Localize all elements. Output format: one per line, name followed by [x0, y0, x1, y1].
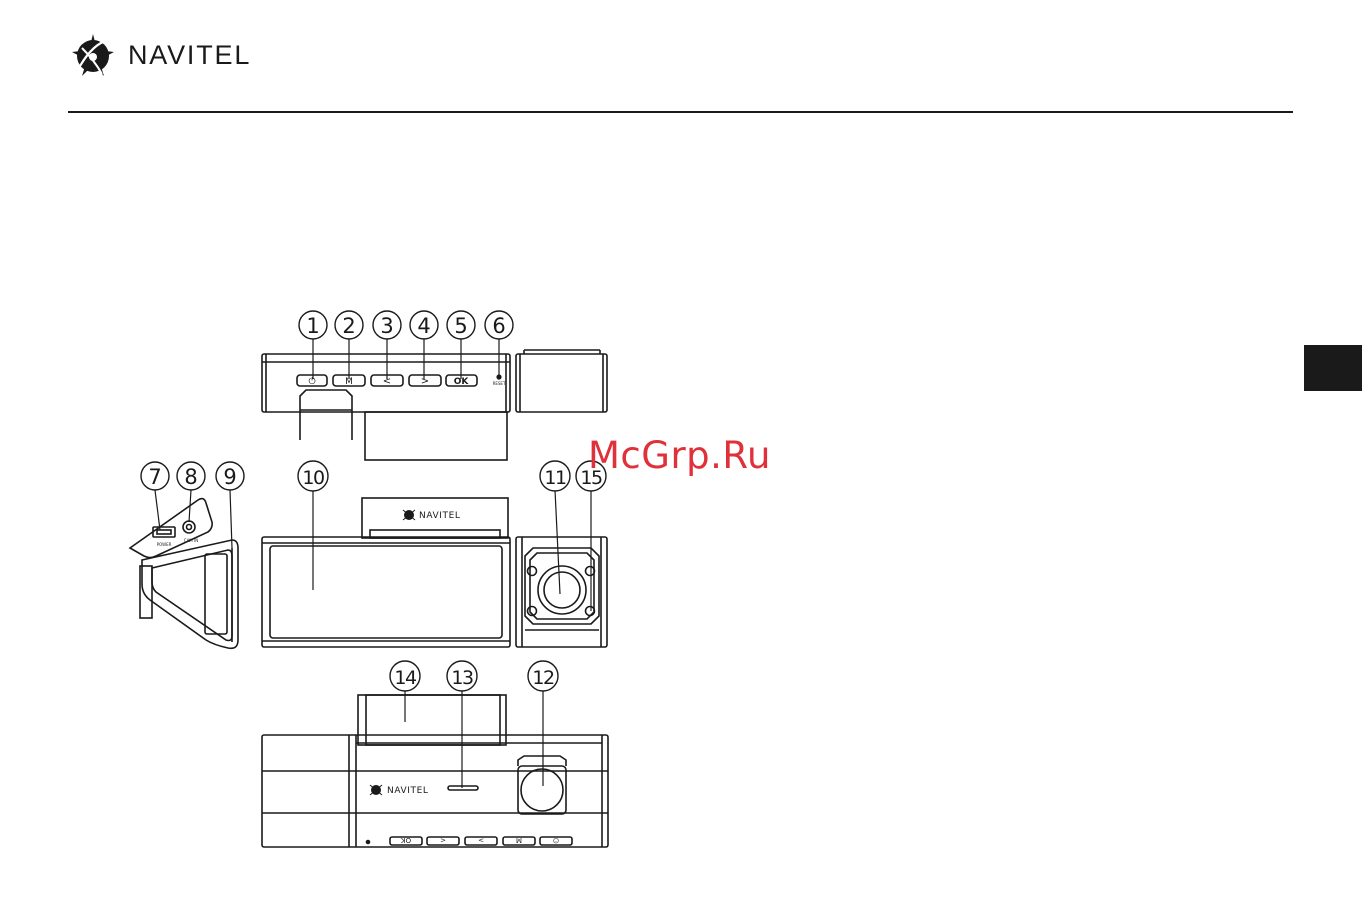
top-view: ⏻ M < > OK RESET	[262, 350, 607, 460]
top-buttons: ⏻ M < > OK RESET	[297, 375, 506, 387]
callout-3-label: 3	[380, 314, 393, 338]
bottom-buttons: OK < > M ⏻	[367, 836, 573, 845]
callout-4: 4	[410, 311, 438, 339]
callout-6: 6	[485, 311, 513, 339]
device-logo-front: NAVITEL	[403, 510, 461, 521]
callout-2-label: 2	[342, 314, 355, 338]
bottom-view: OK < > M ⏻	[262, 695, 608, 847]
callout-5: 5	[447, 311, 475, 339]
next-button-label: >	[421, 376, 429, 387]
callout-14: 14	[390, 661, 420, 691]
bottom-power-icon: ⏻	[553, 836, 559, 844]
bottom-next-label: >	[478, 836, 484, 844]
power-port-label: POWER	[157, 542, 172, 547]
callout-9-label: 9	[223, 465, 236, 489]
callout-9: 9	[216, 462, 244, 490]
bottom-menu-label: M	[516, 836, 522, 844]
callout-1: 1	[299, 311, 327, 339]
callout-14-label: 14	[394, 667, 417, 689]
callout-4-label: 4	[417, 314, 430, 338]
power-icon: ⏻	[308, 376, 315, 387]
watermark-text: McGrp.Ru	[588, 434, 771, 477]
callout-11: 11	[540, 461, 570, 491]
callout-7-label: 7	[148, 465, 161, 489]
device-brand-bottom: NAVITEL	[387, 786, 429, 796]
callout-13-label: 13	[451, 667, 473, 689]
display-screen	[270, 546, 502, 638]
cam-in-port	[183, 521, 195, 533]
callout-8: 8	[177, 462, 205, 490]
callout-12-label: 12	[532, 667, 554, 689]
callout-11-label: 11	[544, 467, 566, 489]
callout-6-label: 6	[492, 314, 505, 338]
callout-10-label: 10	[302, 467, 324, 489]
device-brand-front: NAVITEL	[419, 511, 461, 521]
microphone-slot	[448, 786, 478, 790]
side-view: POWER CAM IN	[130, 499, 238, 649]
callout-1-label: 1	[306, 314, 319, 338]
callout-3: 3	[373, 311, 401, 339]
front-lens	[521, 769, 563, 811]
bottom-ok-label: OK	[401, 836, 412, 844]
callout-12: 12	[528, 661, 558, 691]
reset-label: RESET	[493, 381, 506, 386]
bottom-prev-label: <	[440, 836, 446, 844]
callout-2: 2	[335, 311, 363, 339]
callout-7: 7	[141, 462, 169, 490]
callout-8-label: 8	[184, 465, 197, 489]
callout-13: 13	[447, 661, 477, 691]
callout-5-label: 5	[454, 314, 467, 338]
cam-in-label: CAM IN	[184, 538, 198, 543]
device-logo-bottom: NAVITEL	[370, 785, 429, 796]
callout-10: 10	[298, 461, 328, 491]
